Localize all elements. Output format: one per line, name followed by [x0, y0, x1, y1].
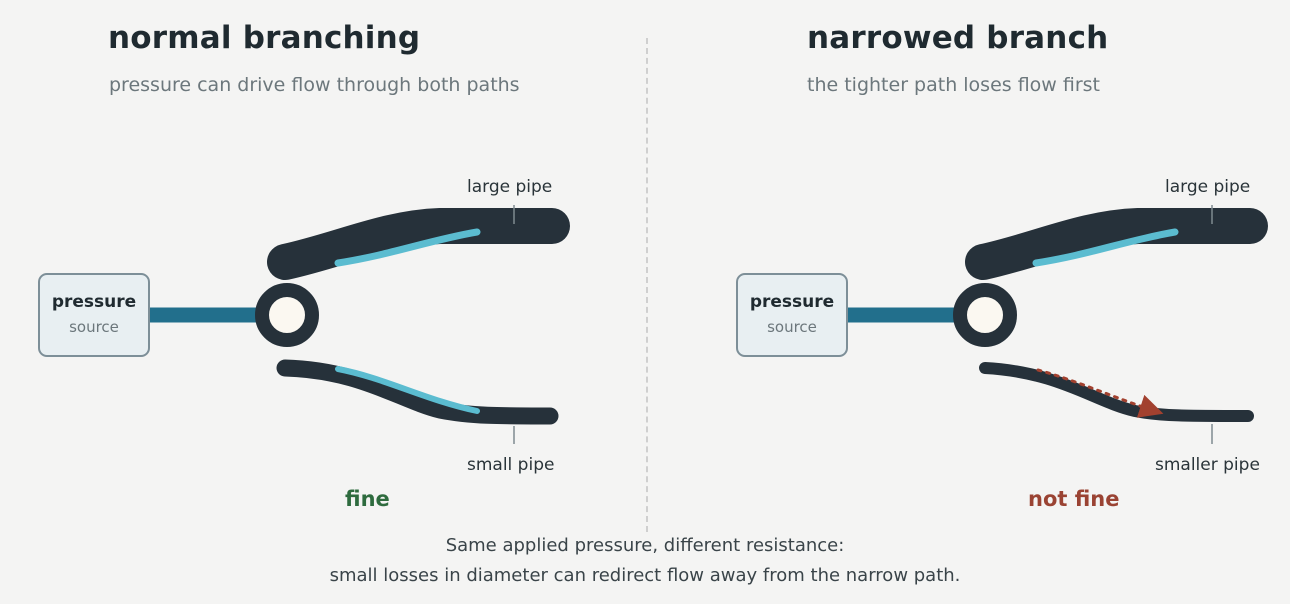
caption-line-1: Same applied pressure, different resista…: [445, 535, 845, 556]
right-branch-diagram: [840, 205, 1268, 444]
right-smaller-pipe: [979, 362, 1254, 422]
left-verdict: fine: [345, 487, 390, 511]
caption-line-2: small losses in diameter can redirect fl…: [329, 565, 961, 586]
right-panel-title: narrowed branch: [807, 20, 1109, 56]
left-panel-title: normal branching: [108, 20, 421, 56]
right-blocked-flow-arrow: [1036, 368, 1164, 418]
right-verdict: not fine: [1028, 487, 1120, 511]
left-small-pipe-flow: [335, 366, 480, 414]
left-pressure-source-box: pressure source: [38, 273, 150, 357]
left-branch-diagram: [142, 205, 570, 444]
panel-divider: [646, 38, 648, 532]
left-large-pipe-flow: [334, 228, 481, 267]
right-pressure-source-title: pressure: [749, 292, 835, 312]
left-pressure-source-subtitle: source: [69, 318, 119, 336]
right-pressure-source-box: pressure source: [736, 273, 848, 357]
left-junction-node: [255, 283, 319, 347]
left-pressure-source-title: pressure: [51, 292, 137, 312]
right-large-pipe: [965, 208, 1268, 280]
left-large-pipe-label: large pipe: [467, 177, 553, 197]
right-large-pipe-label: large pipe: [1165, 177, 1251, 197]
left-small-pipe-label: small pipe: [467, 455, 555, 475]
right-panel-subtitle: the tighter path loses flow first: [807, 74, 1101, 96]
left-small-pipe: [276, 359, 559, 425]
right-large-pipe-flow: [1032, 228, 1179, 267]
left-panel-subtitle: pressure can drive flow through both pat…: [109, 74, 520, 96]
left-large-pipe: [267, 208, 570, 280]
right-smaller-pipe-label: smaller pipe: [1155, 455, 1260, 475]
right-pressure-source-subtitle: source: [767, 318, 817, 336]
right-junction-node: [953, 283, 1017, 347]
